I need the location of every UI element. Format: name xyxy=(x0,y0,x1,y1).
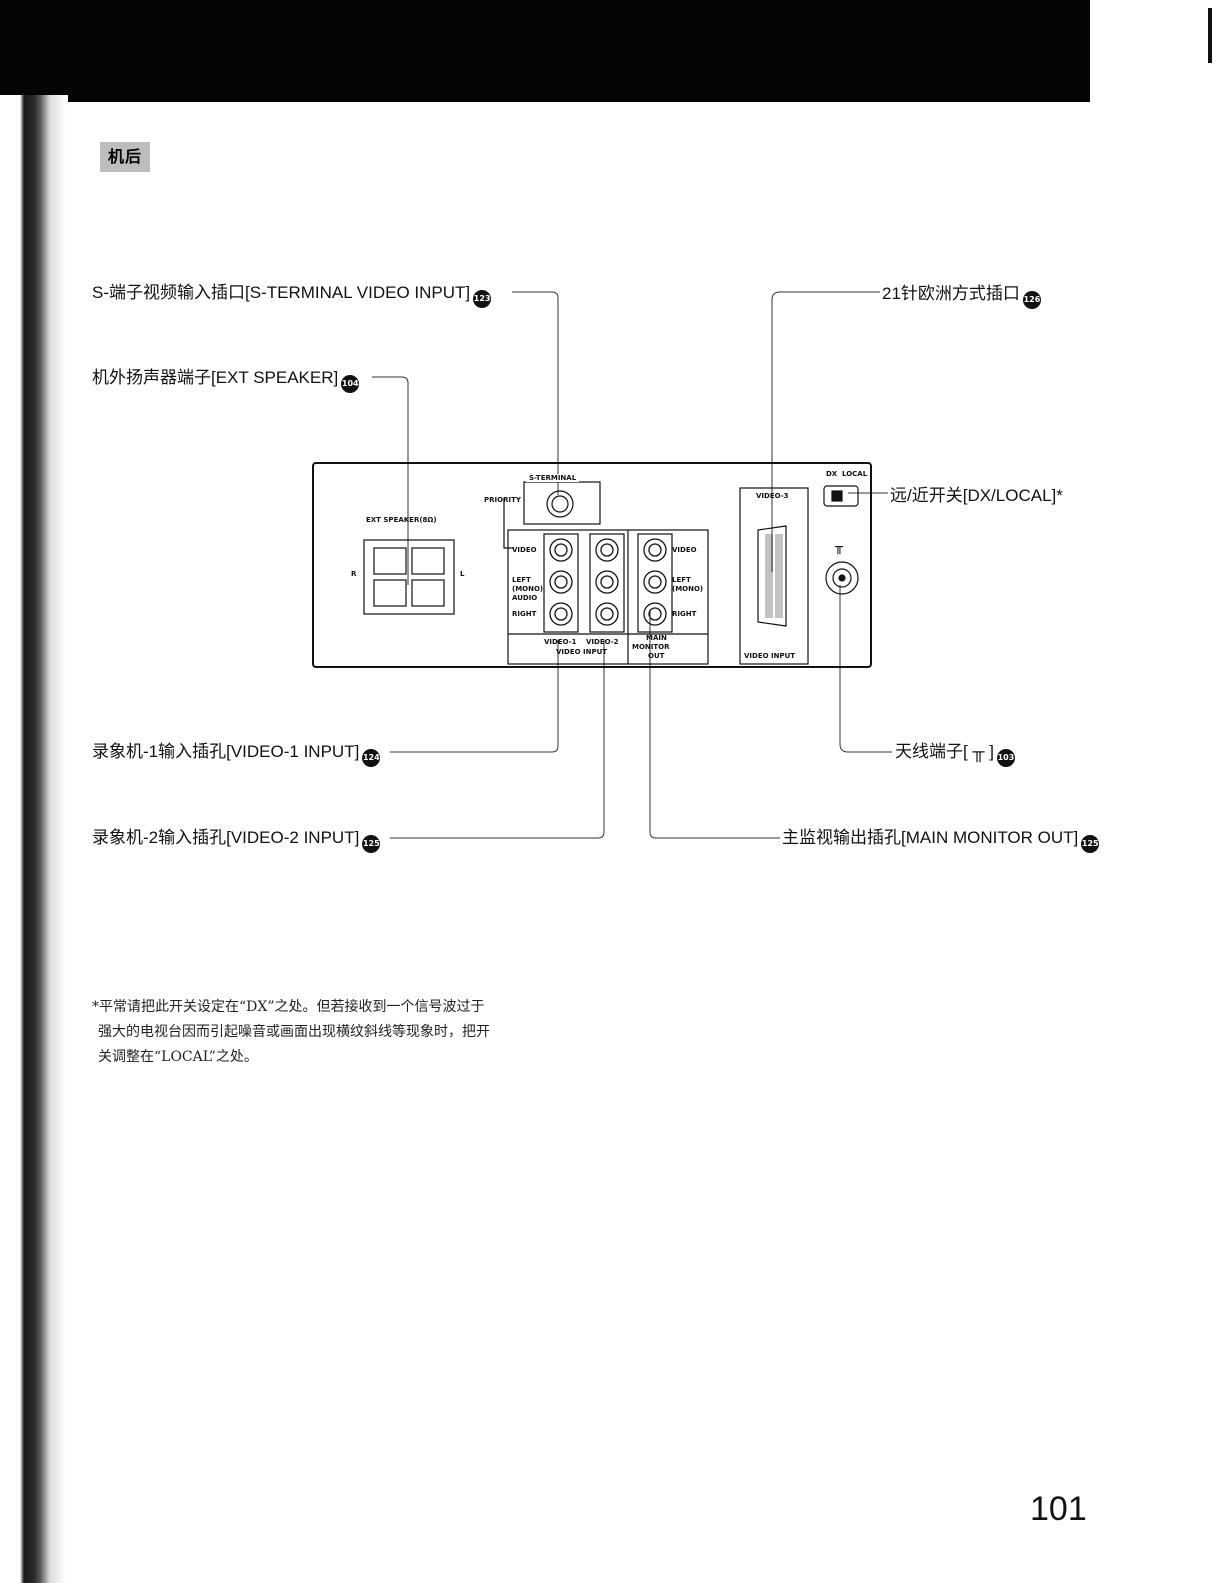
label-video1: VIDEO-1 xyxy=(544,638,577,646)
monitor-column xyxy=(637,533,673,633)
scart-connector xyxy=(757,525,787,627)
rear-panel: S-TERMINAL PRIORITY EXT SPEAKER(8Ω) R L … xyxy=(312,462,872,668)
label-main: MAIN xyxy=(646,634,667,642)
leader-main-monitor xyxy=(649,610,780,839)
top-black-band xyxy=(0,0,1090,102)
video2-column xyxy=(589,533,625,633)
footnote-line-3: 关调整在“LOCAL”之处。 xyxy=(98,1049,258,1065)
label-video3: VIDEO-3 xyxy=(756,492,789,500)
callout-number-icon: 104 xyxy=(341,375,360,393)
label-s-terminal: S-TERMINAL xyxy=(526,474,580,482)
leader-video1 xyxy=(390,640,559,753)
rear-panel-drawing xyxy=(363,481,859,665)
callout-ext-speaker: 机外扬声器端子[EXT SPEAKER]104 xyxy=(92,368,360,393)
label-left-right: LEFT xyxy=(672,576,691,584)
callout-number-icon: 125 xyxy=(362,835,381,853)
section-tag: 机后 xyxy=(100,142,150,172)
callout-number-icon: 125 xyxy=(1081,835,1100,853)
label-right-right: RIGHT xyxy=(672,610,697,618)
callout-main-monitor-text: 主监视输出插孔[MAIN MONITOR OUT] xyxy=(782,828,1079,847)
priority-bracket xyxy=(503,498,514,549)
label-l: L xyxy=(460,570,465,578)
label-mono-right: (MONO) xyxy=(672,585,704,593)
callout-dx-local-text: 远/近开关[DX/LOCAL]* xyxy=(890,486,1063,505)
label-audio-left: AUDIO xyxy=(512,594,538,602)
label-monitor: MONITOR xyxy=(632,643,670,651)
leader-video2 xyxy=(390,640,605,839)
footnote-line-2: 强大的电视台因而引起噪音或画面出现横纹斜线等现象时，把开 xyxy=(98,1024,490,1040)
s-terminal-jack-inner xyxy=(551,495,569,513)
callout-video2: 录象机-2输入插孔[VIDEO-2 INPUT]125 xyxy=(92,828,381,853)
footnote-line-1: *平常请把此开关设定在“DX”之处。但若接收到一个信号波过于 xyxy=(92,999,485,1015)
left-binding-shadow xyxy=(0,95,68,1583)
label-priority: PRIORITY xyxy=(484,496,521,504)
footnote: *平常请把此开关设定在“DX”之处。但若接收到一个信号波过于 强大的电视台因而引… xyxy=(92,995,592,1070)
label-video3-input: VIDEO INPUT xyxy=(744,652,796,660)
video1-column xyxy=(543,533,579,633)
callout-number-icon: 123 xyxy=(473,290,492,308)
callout-video1: 录象机-1输入插孔[VIDEO-1 INPUT]124 xyxy=(92,742,381,767)
callout-dx-local: 远/近开关[DX/LOCAL]* xyxy=(890,486,1063,506)
callout-main-monitor: 主监视输出插孔[MAIN MONITOR OUT]125 xyxy=(782,828,1100,853)
jack-block xyxy=(507,529,709,665)
label-ext-speaker: EXT SPEAKER(8Ω) xyxy=(366,516,437,524)
label-r: R xyxy=(351,570,357,578)
dx-local-switch xyxy=(823,485,859,507)
antenna-symbol-icon: ╥ xyxy=(835,540,843,555)
callout-video1-text: 录象机-1输入插孔[VIDEO-1 INPUT] xyxy=(92,742,360,761)
s-terminal-frame xyxy=(523,481,601,525)
page-number: 101 xyxy=(1030,1490,1087,1528)
label-video2: VIDEO-2 xyxy=(586,638,619,646)
right-edge-mark xyxy=(1208,8,1212,63)
label-out: OUT xyxy=(648,652,665,660)
antenna-jack xyxy=(825,561,859,595)
speaker-terminal-block xyxy=(363,539,455,615)
label-local: LOCAL xyxy=(842,470,868,478)
leader-antenna xyxy=(839,585,892,753)
callout-number-icon: 126 xyxy=(1022,291,1041,309)
callout-video2-text: 录象机-2输入插孔[VIDEO-2 INPUT] xyxy=(92,828,360,847)
callout-euro21-text: 21针欧洲方式插口 xyxy=(882,284,1020,303)
label-video-right: VIDEO xyxy=(672,546,697,554)
video3-frame xyxy=(739,487,809,665)
label-video-left: VIDEO xyxy=(512,546,537,554)
leader-ext-speaker xyxy=(372,376,409,585)
label-dx: DX xyxy=(826,470,838,478)
callout-s-terminal-text: S-端子视频输入插口[S-TERMINAL VIDEO INPUT] xyxy=(92,283,471,302)
callout-ext-speaker-text: 机外扬声器端子[EXT SPEAKER] xyxy=(92,368,339,387)
callout-antenna-text: 天线端子[ ╥ ] xyxy=(895,742,994,761)
leader-s-terminal xyxy=(512,291,559,495)
label-right-left: RIGHT xyxy=(512,610,537,618)
top-band-notch xyxy=(1090,0,1225,8)
callout-number-icon: 124 xyxy=(362,749,381,767)
label-left-left: LEFT xyxy=(512,576,531,584)
callout-s-terminal: S-端子视频输入插口[S-TERMINAL VIDEO INPUT]123 xyxy=(92,283,492,308)
callout-number-icon: 103 xyxy=(996,749,1015,767)
label-video-input: VIDEO INPUT xyxy=(556,648,608,656)
s-terminal-jack xyxy=(546,490,574,518)
label-mono-left: (MONO) xyxy=(512,585,544,593)
leader-euro21 xyxy=(771,291,880,572)
callout-antenna: 天线端子[ ╥ ]103 xyxy=(895,742,1015,767)
